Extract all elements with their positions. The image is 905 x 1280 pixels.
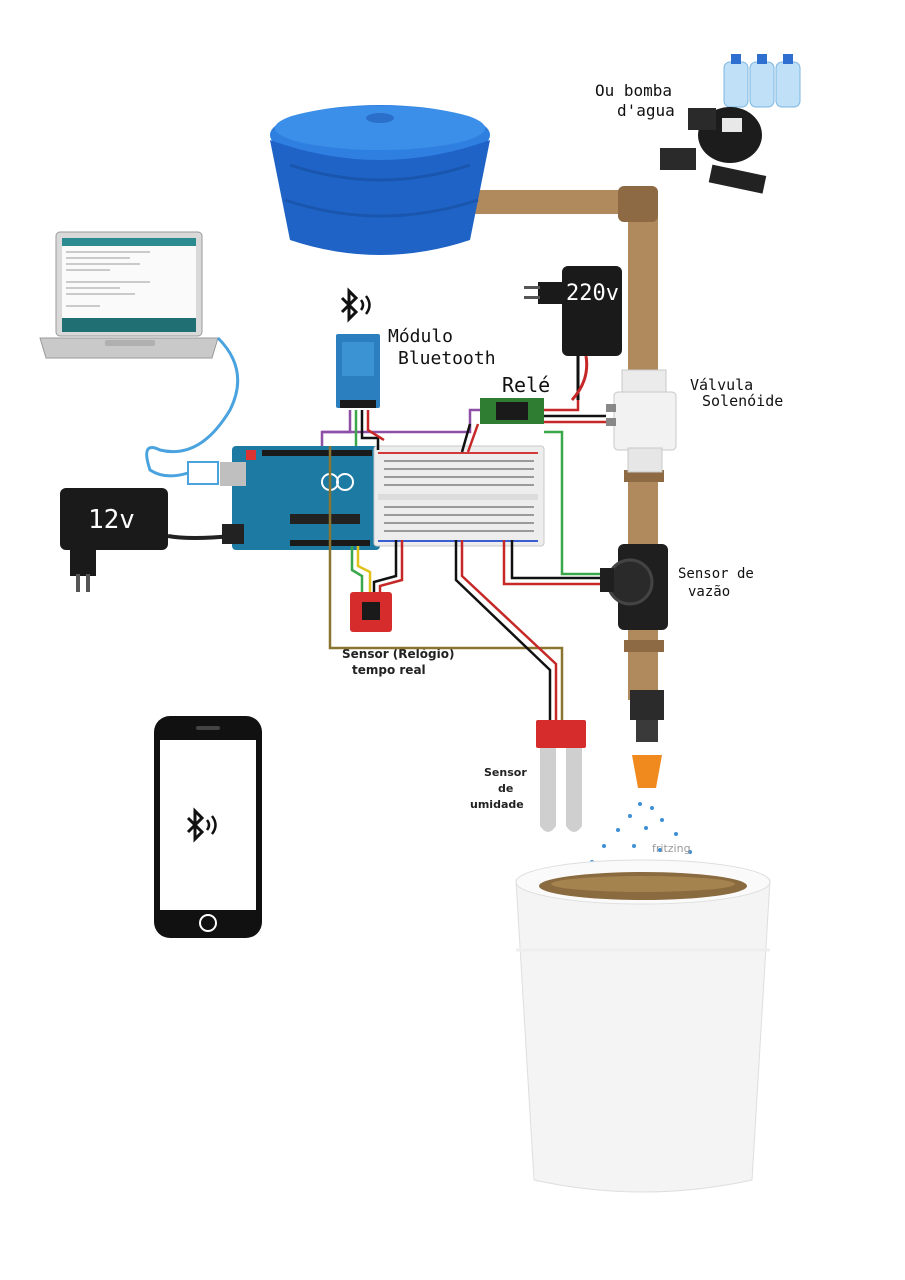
- solenoid-valve-label-line2: Solenóide: [702, 392, 783, 410]
- flow-sensor-label-line2: vazão: [688, 584, 730, 600]
- adapter-220v: [524, 266, 622, 402]
- phone-bluetooth-icon: [186, 807, 217, 843]
- usb-cable: [145, 336, 240, 478]
- arduino-board: [220, 446, 380, 550]
- pump-label-line2: d'agua: [617, 101, 675, 120]
- adapter-12v-label: 12v: [88, 505, 135, 535]
- humidity-sensor-label-line2: de: [498, 782, 513, 795]
- water-bottles-icon: [723, 54, 801, 108]
- humidity-sensor-label-line3: umidade: [470, 798, 524, 811]
- adapter-12v: [60, 488, 233, 592]
- usb-connector: [187, 461, 219, 485]
- pump-label-line1: Ou bomba: [595, 81, 672, 100]
- breadboard: [373, 445, 545, 547]
- rtc-sensor-label-line1: Sensor (Relógio): [342, 647, 454, 661]
- flow-sensor-label-line1: Sensor de: [678, 566, 754, 582]
- wiring: [320, 400, 606, 720]
- bluetooth-icon: [340, 287, 371, 323]
- solenoid-valve-label-line1: Válvula: [690, 376, 753, 394]
- water-tank: [270, 105, 490, 255]
- solenoid-valve: [606, 369, 677, 473]
- fritzing-watermark: fritzing: [652, 842, 691, 855]
- relay-module: [480, 398, 544, 424]
- bluetooth-module-label-line2: Bluetooth: [398, 348, 496, 369]
- water-pump: [660, 107, 767, 194]
- laptop-icon: [39, 231, 219, 359]
- flow-sensor: [600, 544, 668, 630]
- humidity-sensor-label-line1: Sensor: [484, 766, 527, 779]
- soil-humidity-sensor: [536, 720, 586, 832]
- plant-pot: [515, 859, 771, 1193]
- adapter-220v-label: 220v: [566, 281, 619, 306]
- rtc-sensor-label-line2: tempo real: [352, 663, 426, 677]
- rtc-module: [350, 592, 392, 632]
- bluetooth-module-label-line1: Módulo: [388, 326, 453, 347]
- relay-label: Relé: [502, 373, 550, 397]
- bluetooth-module: [336, 334, 380, 408]
